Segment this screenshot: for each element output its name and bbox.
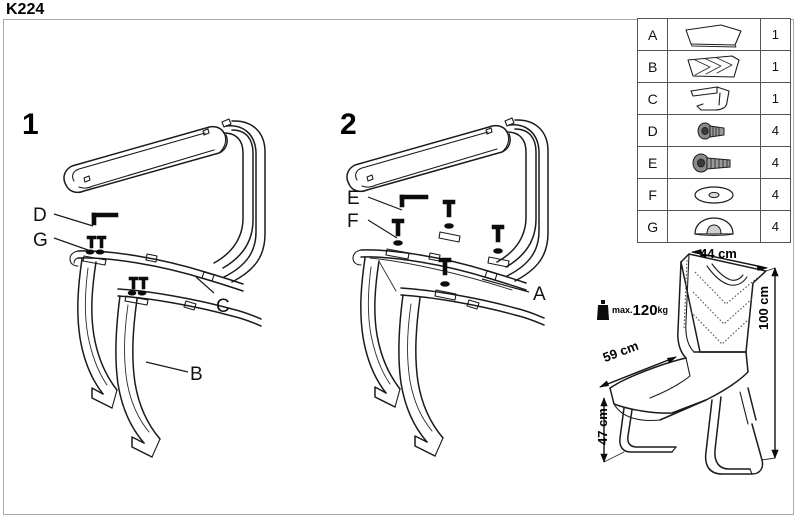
part-letter: D [636, 114, 669, 147]
table-row: B 1 [636, 50, 792, 83]
step-1-number: 1 [22, 108, 39, 141]
part-letter: C [636, 82, 669, 115]
seat-panel-icon [667, 18, 761, 51]
table-row: G 4 [636, 210, 792, 243]
part-qty: 1 [759, 50, 792, 83]
page-title: K224 [6, 1, 45, 18]
table-row: D 4 [636, 114, 792, 147]
backrest-panel-icon [667, 50, 761, 83]
parts-list-table: A 1 B [636, 18, 792, 243]
step-2-label-a: A [533, 284, 546, 305]
part-qty: 1 [759, 82, 792, 115]
part-letter: E [636, 146, 669, 179]
part-qty: 4 [759, 210, 792, 243]
dimension-width-label: 44 cm [700, 246, 737, 261]
step-2-label-f: F [347, 211, 359, 232]
long-bolt-icon [667, 146, 761, 179]
step-2-number: 2 [340, 108, 357, 141]
max-load-badge: max. 120 kg [596, 299, 668, 321]
weight-icon [597, 300, 609, 320]
table-row: F 4 [636, 178, 792, 211]
part-qty: 1 [759, 18, 792, 51]
max-load-prefix: max. [612, 304, 633, 315]
dimension-seat-height-label: 47 cm [595, 408, 610, 445]
table-row: E 4 [636, 146, 792, 179]
step-2-label-e: E [347, 188, 360, 209]
step-1-label-b: B [190, 364, 203, 385]
max-load-value: 120 [632, 301, 658, 319]
max-load-unit: kg [657, 304, 669, 315]
washer-icon [667, 178, 761, 211]
step-1-label-g: G [33, 230, 48, 251]
cap-cover-icon [667, 210, 761, 243]
part-letter: G [636, 210, 669, 243]
part-qty: 4 [759, 146, 792, 179]
dimension-height-label: 100 cm [756, 285, 771, 330]
step-1-label-c: C [216, 296, 230, 317]
frame-bracket-icon [667, 82, 761, 115]
part-qty: 4 [759, 178, 792, 211]
step-1-label-d: D [33, 205, 47, 226]
part-qty: 4 [759, 114, 792, 147]
part-letter: A [636, 18, 669, 51]
part-letter: B [636, 50, 669, 83]
part-letter: F [636, 178, 669, 211]
table-row: C 1 [636, 82, 792, 115]
short-bolt-icon [667, 114, 761, 147]
table-row: A 1 [636, 18, 792, 51]
